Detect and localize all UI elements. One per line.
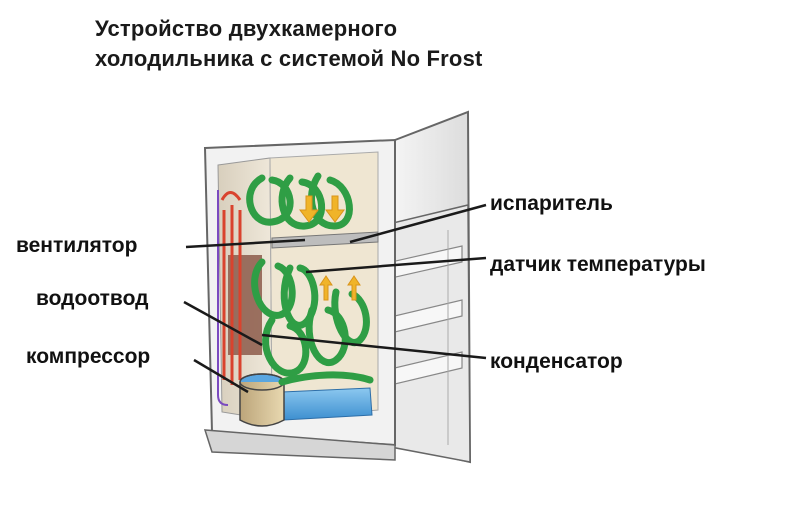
condenser-leader xyxy=(261,333,487,360)
compressor-leader xyxy=(193,358,249,394)
label-condenser: конденсатор xyxy=(490,350,623,373)
evaporator-leader xyxy=(349,203,487,244)
title-line-1: Устройство двухкамерного xyxy=(95,16,398,41)
label-fan: вентилятор xyxy=(16,234,138,257)
fan-leader xyxy=(185,238,306,249)
leader-lines xyxy=(183,203,487,394)
title-line-2: холодильника с системой No Frost xyxy=(95,46,483,71)
label-drain: водоотвод xyxy=(36,287,149,310)
diagram-title: Устройство двухкамерного холодильника с … xyxy=(95,14,483,74)
compressor-unit xyxy=(239,373,285,427)
drain-leader xyxy=(183,300,263,347)
label-compressor: компрессор xyxy=(26,345,151,368)
cold-air-arrows xyxy=(299,195,361,301)
label-evaporator: испаритель xyxy=(490,192,613,215)
label-temperature-sensor: датчик температуры xyxy=(490,253,706,276)
temp-sensor-leader xyxy=(305,256,487,274)
